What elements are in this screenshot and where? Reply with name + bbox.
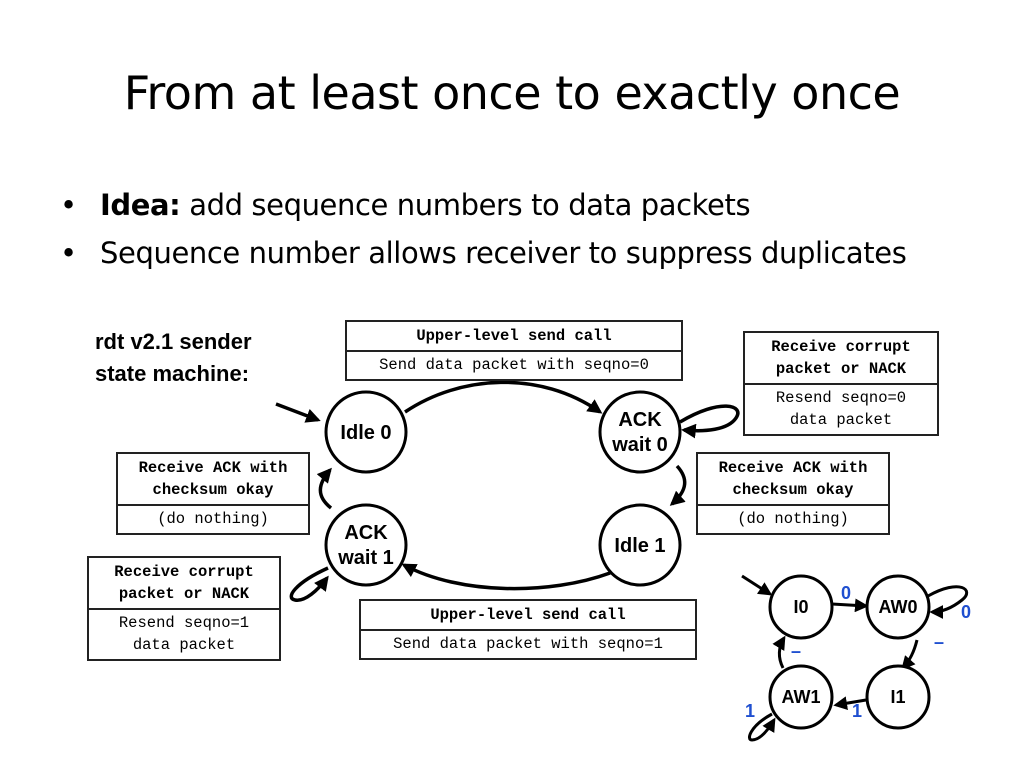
mini-label-aw1-i0: – (791, 641, 801, 661)
state-label: Idle 0 (340, 422, 391, 444)
transition-event: Receive ACK with checksum okay (118, 454, 308, 506)
event-line: Receive corrupt (771, 338, 911, 356)
mini-label-aw0-self: 0 (961, 602, 971, 622)
edge-ackwait0-self (679, 404, 740, 439)
transition-action: (do nothing) (737, 510, 849, 528)
transition-corrupt0: Receive corrupt packet or NACK Resend se… (743, 331, 939, 436)
action-line: Resend seqno=0 (775, 389, 907, 407)
mini-edge-aw1-self (748, 712, 776, 742)
mini-label-i0-aw0: 0 (841, 583, 851, 603)
transition-action: Send data packet with seqno=1 (393, 635, 663, 653)
event-line: Receive corrupt (114, 563, 254, 581)
bullet-item: Sequence number allows receiver to suppr… (60, 236, 907, 270)
mini-node-label: AW1 (781, 687, 820, 707)
mini-label-aw0-i1: – (934, 632, 944, 652)
state-ackwait0: ACK wait 0 (598, 390, 682, 474)
transition-event: Receive corrupt packet or NACK (745, 333, 937, 385)
transition-action: Send data packet with seqno=0 (379, 356, 649, 374)
transition-ack1: Receive ACK with checksum okay (do nothi… (696, 452, 890, 535)
state-ackwait1: ACK wait 1 (324, 503, 408, 587)
bullet-bold: Idea: (100, 188, 181, 222)
state-label: wait 0 (611, 434, 668, 456)
action-line: data packet (132, 636, 236, 654)
edge-idle0-ackwait0 (404, 380, 603, 414)
mini-edge-aw0-i1 (901, 639, 919, 671)
event-line: packet or NACK (118, 585, 250, 603)
mini-node-i0 (768, 574, 834, 640)
event-line: packet or NACK (775, 360, 907, 378)
state-idle1: Idle 1 (598, 503, 682, 587)
caption-line: rdt v2.1 sender (95, 329, 252, 354)
mini-node-aw1 (768, 664, 834, 730)
mini-node-label: I1 (890, 687, 905, 707)
transition-event: Upper-level send call (347, 322, 681, 352)
transition-send0: Upper-level send call Send data packet w… (345, 320, 683, 381)
mini-edge-aw1-i0 (772, 635, 786, 669)
event-line: Receive ACK with (138, 459, 288, 477)
transition-corrupt1: Receive corrupt packet or NACK Resend se… (87, 556, 281, 661)
event-line: checksum okay (732, 481, 854, 499)
state-label: Idle 1 (614, 535, 665, 557)
edge-ackwait0-idle1 (669, 464, 687, 506)
state-label: ACK (618, 409, 662, 431)
slide-title: From at least once to exactly once (123, 66, 901, 120)
transition-action: Resend seqno=0 data packet (745, 385, 937, 434)
mini-label-aw1-self: 1 (745, 701, 755, 721)
mini-node-label: AW0 (878, 597, 917, 617)
edge-idle1-ackwait1 (401, 563, 611, 591)
transition-action: (do nothing) (157, 510, 269, 528)
edge-ackwait1-self (289, 566, 329, 602)
state-idle0: Idle 0 (324, 390, 408, 474)
transition-send1: Upper-level send call Send data packet w… (359, 599, 697, 660)
entry-arrow (275, 402, 321, 423)
transition-event: Receive corrupt packet or NACK (89, 558, 279, 610)
transition-action: Resend seqno=1 data packet (89, 610, 279, 659)
mini-node-i1 (865, 664, 931, 730)
bullet-item: Idea: add sequence numbers to data packe… (60, 188, 906, 222)
mini-entry-arrow (741, 574, 773, 596)
transition-event: Receive ACK with checksum okay (698, 454, 888, 506)
event-line: Receive ACK with (718, 459, 868, 477)
diagram-caption: rdt v2.1 sender state machine: (95, 326, 252, 390)
mini-edge-i0-aw0 (831, 598, 869, 613)
transition-event: Upper-level send call (361, 601, 695, 631)
state-label: wait 1 (337, 547, 394, 569)
bullet-list: Idea: add sequence numbers to data packe… (60, 188, 907, 284)
caption-line: state machine: (95, 361, 250, 386)
action-line: Resend seqno=1 (118, 614, 250, 632)
state-label: ACK (344, 522, 388, 544)
mini-node-label: I0 (793, 597, 808, 617)
event-line: checksum okay (152, 481, 274, 499)
transition-ack0: Receive ACK with checksum okay (do nothi… (116, 452, 310, 535)
edge-ackwait1-idle0 (316, 467, 333, 510)
mini-node-aw0 (865, 574, 931, 640)
mini-edge-i1-aw1 (833, 696, 867, 710)
mini-diagram: I0 AW0 I1 AW1 0 0 – 1 1 – (741, 574, 971, 742)
mini-label-i1-aw1: 1 (852, 701, 862, 721)
bullet-text: add sequence numbers to data packets (180, 188, 751, 222)
bullet-text: Sequence number allows receiver to suppr… (100, 236, 907, 270)
action-line: data packet (789, 411, 893, 429)
mini-edge-aw0-self (927, 585, 969, 619)
